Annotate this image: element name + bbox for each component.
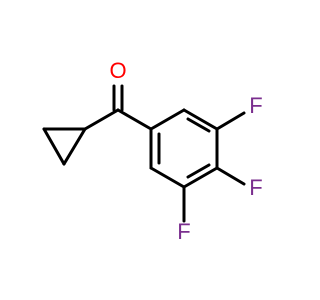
carbonyl-ring-bond xyxy=(116,108,153,131)
fluorine-atom-label-1: F xyxy=(249,93,262,118)
cyclopropyl-bond-3 xyxy=(62,127,87,166)
ring-bond-5 xyxy=(149,166,186,189)
fluorine-atom-label-3: F xyxy=(177,219,190,244)
ring-bond-4 xyxy=(182,166,219,189)
cyclopropyl-carbonyl-bond xyxy=(83,108,120,131)
cyclopropyl-bond-2 xyxy=(42,127,66,166)
ring-fluorine-bond-1 xyxy=(215,111,246,131)
ring-bond-2 xyxy=(182,108,219,131)
ring-inner-double-2 xyxy=(186,163,211,179)
fluorine-atom-label-2: F xyxy=(249,175,262,200)
oxygen-atom-label: O xyxy=(109,58,126,83)
ring-fluorine-bond-2 xyxy=(215,166,246,186)
ring-inner-double-1 xyxy=(186,117,211,133)
structure-drawing: O F F F xyxy=(42,58,263,244)
ring-bond-1 xyxy=(149,108,186,131)
molecule-diagram: O F F F xyxy=(42,57,263,244)
